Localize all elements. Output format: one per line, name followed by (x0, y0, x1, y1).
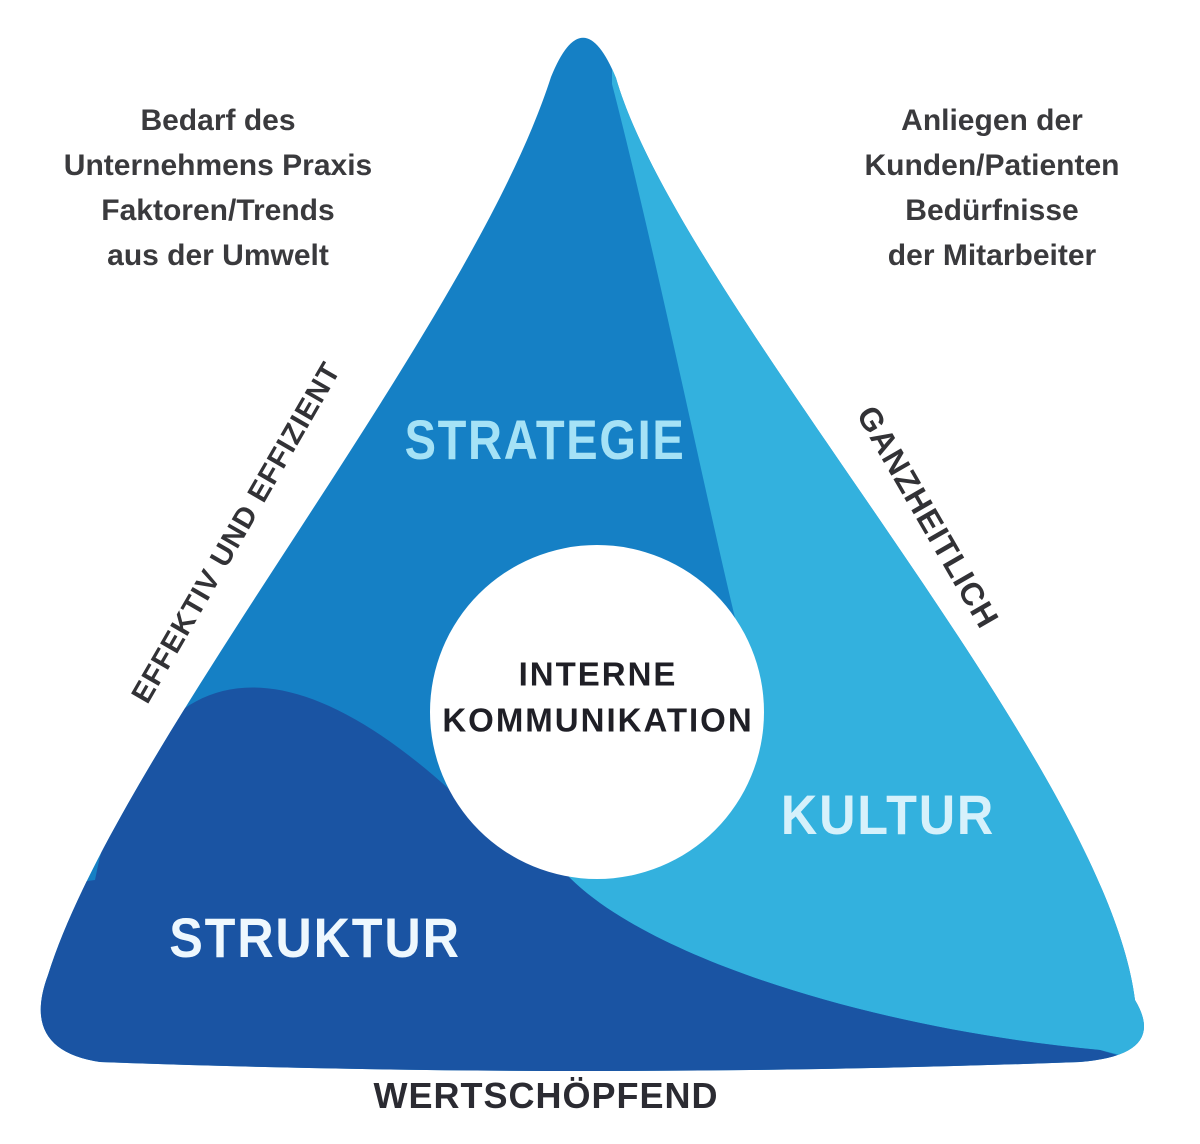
note-top-left-line3: Faktoren/Trends (101, 194, 335, 227)
center-circle-label-line2: KOMMUNIKATION (442, 701, 754, 738)
note-top-left-line2: Unternehmens Praxis (63, 149, 373, 182)
note-top-right: Anliegen der Kunden/Patienten Bedürfniss… (864, 98, 1119, 278)
note-top-left-line4: aus der Umwelt (107, 239, 329, 272)
note-top-right-line2: Kunden/Patienten (864, 149, 1120, 182)
segment-label-strategie: STRATEGIE (404, 408, 686, 471)
segment-label-struktur: STRUKTUR (169, 906, 461, 969)
note-top-right-line3: Bedürfnisse (905, 194, 1079, 227)
segment-label-kultur: KULTUR (780, 783, 996, 846)
note-top-left: Bedarf des Unternehmens Praxis Faktoren/… (64, 98, 372, 278)
edge-label-bottom: WERTSCHÖPFEND (373, 1075, 719, 1116)
note-top-left-line1: Bedarf des (140, 104, 296, 137)
note-top-right-line4: der Mitarbeiter (887, 239, 1097, 272)
center-circle-label-line1: INTERNE (518, 655, 678, 693)
center-circle (430, 545, 764, 879)
segment-struktur-fill (40, 687, 1145, 1072)
note-top-right-line1: Anliegen der (901, 104, 1083, 137)
center-circle-label: INTERNE KOMMUNIKATION (442, 651, 753, 742)
